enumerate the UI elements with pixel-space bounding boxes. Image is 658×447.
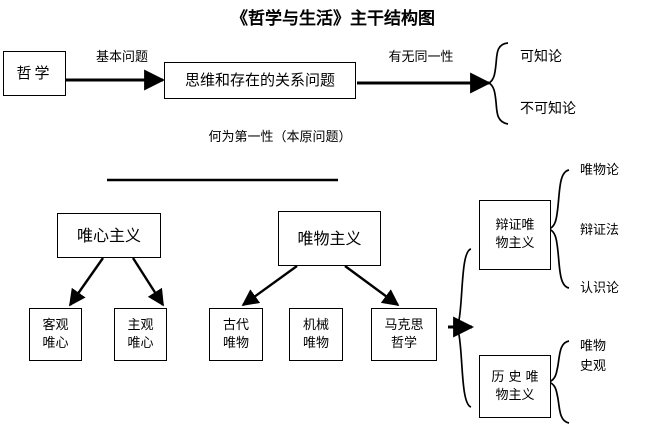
brace-marxist-split: [451, 248, 472, 408]
label-knowable: 可知论: [520, 49, 562, 65]
arrow-idealism-to-objective: [69, 257, 104, 307]
arrow-idealism-to-subjective: [131, 257, 165, 307]
node-dialectical-materialism[interactable]: 辩证唯 物主义: [479, 200, 551, 270]
label-dialectics: 辩证法: [580, 223, 620, 238]
node-subjective-idealism[interactable]: 主观 唯心: [114, 308, 167, 361]
page-title: 《哲学与生活》主干结构图: [231, 9, 435, 29]
node-mechanical-materialism[interactable]: 机械 唯物: [289, 308, 343, 361]
node-materialism[interactable]: 唯物主义: [278, 211, 381, 266]
brace-historical-items: [546, 340, 570, 424]
label-unknowable: 不可知论: [520, 101, 576, 117]
node-objective-idealism[interactable]: 客观 唯心: [29, 308, 82, 361]
arrow-materialism-to-ancient: [241, 265, 298, 306]
label-identity: 有无同一性: [388, 50, 454, 65]
node-marxist-philosophy[interactable]: 马克思 哲学: [371, 308, 437, 361]
node-idealism[interactable]: 唯心主义: [57, 213, 161, 258]
arrow-materialism-to-marxist: [344, 265, 400, 306]
brace-dialectical-items: [546, 169, 570, 289]
brace-knowability: [487, 42, 509, 125]
label-epistemology: 认识论: [580, 281, 620, 296]
label-basic-question: 基本问题: [95, 50, 148, 65]
node-philosophy[interactable]: 哲学: [3, 51, 66, 96]
label-materialist-theory: 唯物论: [580, 163, 620, 178]
label-first-principle: 何为第一性（本原问题）: [208, 130, 352, 145]
node-historical-materialism[interactable]: 历 史 唯 物主义: [479, 355, 551, 418]
label-historical-materialism-view: 唯物 史观: [580, 339, 607, 374]
node-ancient-materialism[interactable]: 古代 唯物: [209, 308, 263, 361]
node-relation-question[interactable]: 思维和存在的关系问题: [164, 62, 356, 99]
